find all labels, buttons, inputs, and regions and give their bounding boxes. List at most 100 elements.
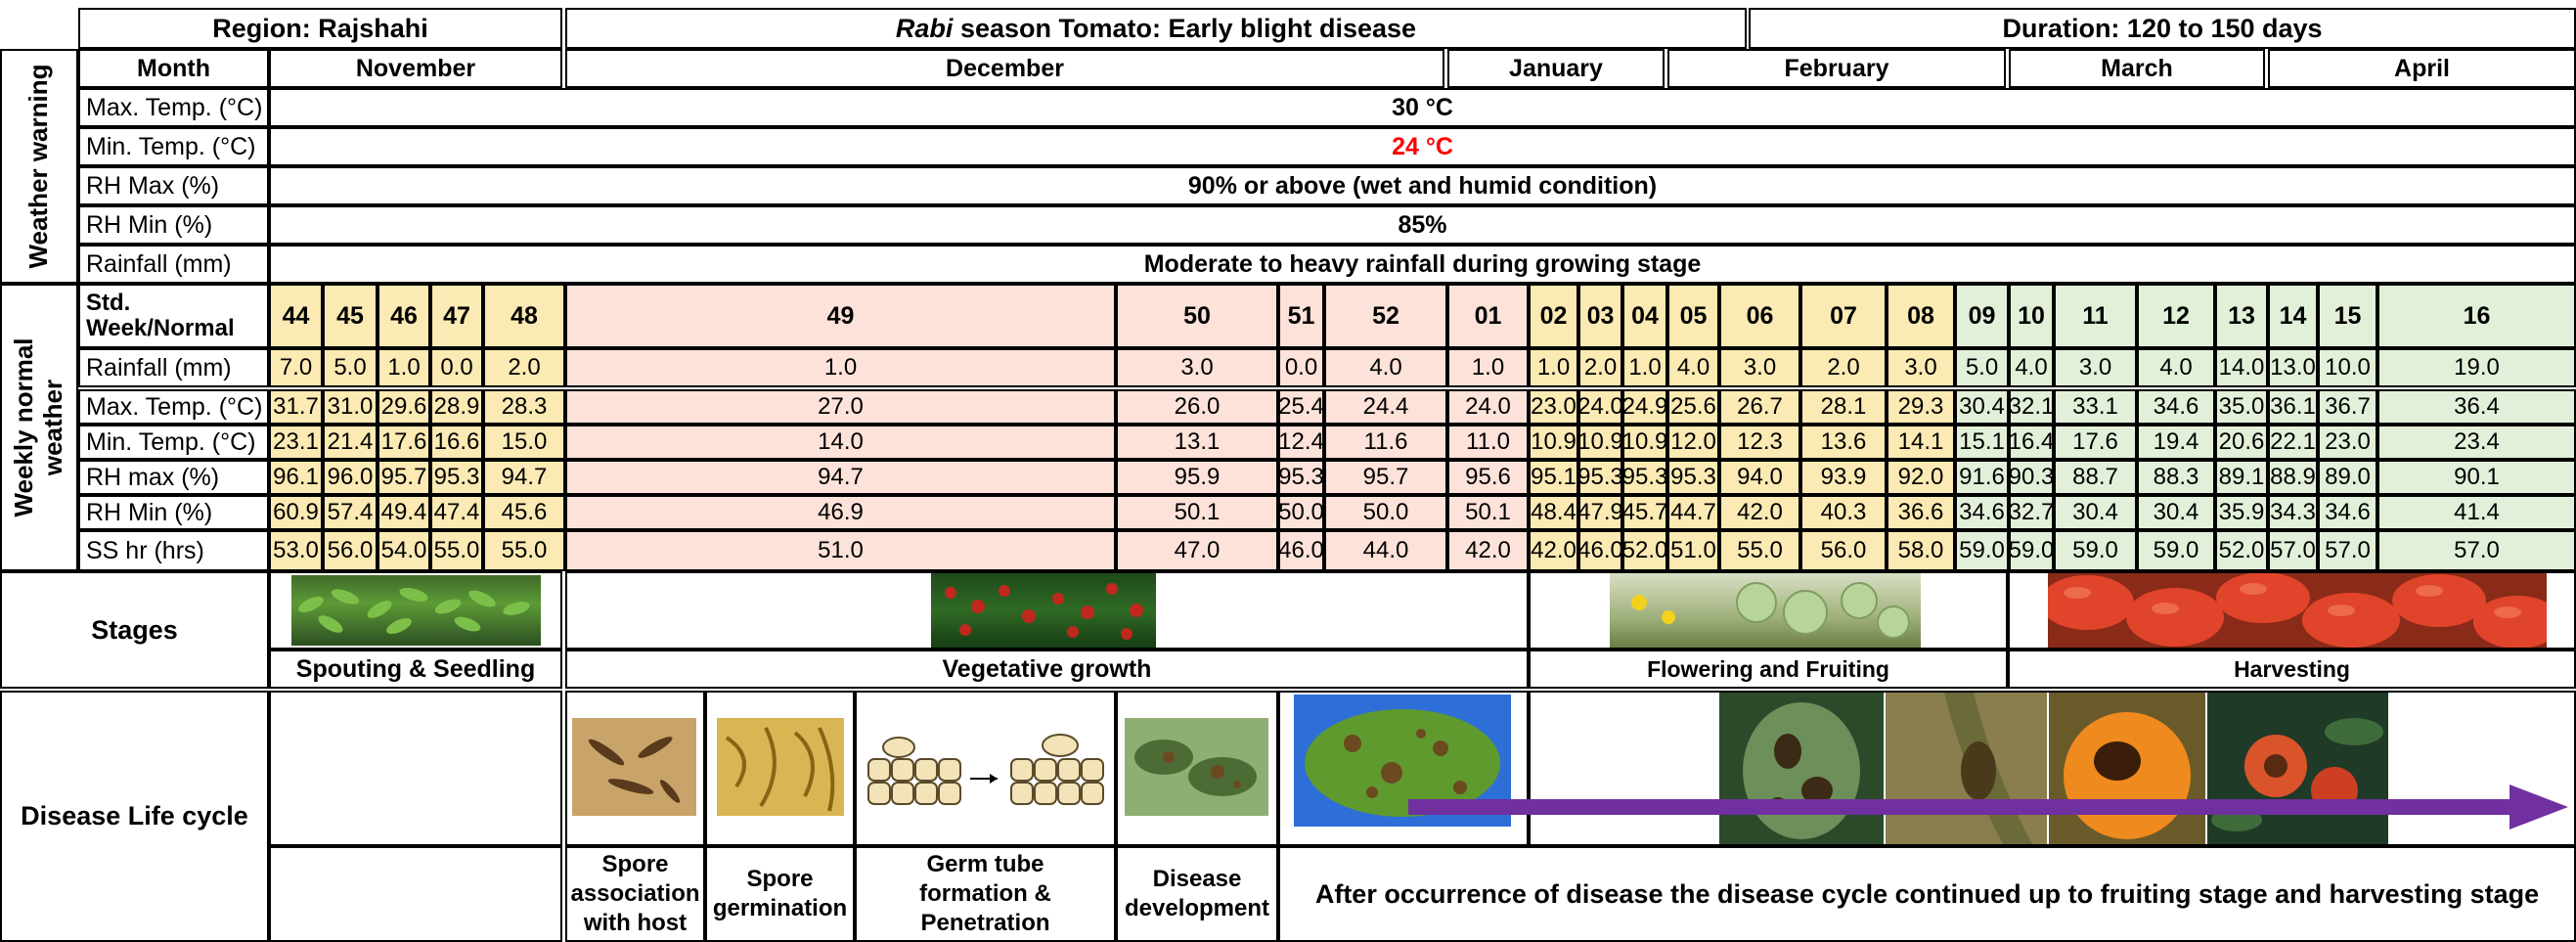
- disease-life-cycle-label: Disease Life cycle: [0, 691, 269, 942]
- disease-progression-arrow: [1408, 785, 2568, 830]
- weekly-value-cell: 1.0: [1447, 348, 1529, 387]
- weekly-value-cell: 2.0: [1578, 348, 1622, 387]
- stage-name-flowering: Flowering and Fruiting: [1529, 650, 2008, 689]
- region-header: Region: Rajshahi: [78, 8, 562, 49]
- spore-icon: [588, 737, 681, 803]
- weekly-value-cell: 95.7: [378, 460, 430, 495]
- warning-value-min-temp: 24 °C: [269, 127, 2576, 166]
- warning-label-max-temp: Max. Temp. (°C): [78, 88, 269, 127]
- spore-germination-image: [717, 718, 844, 816]
- weekly-value-cell: 36.1: [2268, 389, 2318, 425]
- week-header-cell: 04: [1622, 284, 1667, 348]
- weekly-value-cell: 53.0: [269, 530, 323, 571]
- month-february: February: [1667, 49, 2006, 88]
- disease-step-cell-3: [855, 846, 1116, 942]
- weekly-value-cell: 19.4: [2137, 425, 2215, 460]
- spore-association-image: [572, 718, 696, 816]
- week-header-cell: 13: [2215, 284, 2268, 348]
- stage-name-seedling: Spouting & Seedling: [269, 650, 562, 689]
- warning-value-rainfall: Moderate to heavy rainfall during growin…: [269, 245, 2576, 284]
- weekly-value-cell: 1.0: [378, 348, 430, 387]
- weekly-value-cell: 92.0: [1887, 460, 1955, 495]
- weekly-value-cell: 33.1: [2054, 389, 2137, 425]
- weekly-row-label: Rainfall (mm): [78, 348, 269, 387]
- warning-label-rh-min: RH Min (%): [78, 205, 269, 245]
- disease-image-cell-3: [855, 691, 1116, 846]
- month-january: January: [1447, 49, 1665, 88]
- weekly-value-cell: 50.0: [1324, 495, 1447, 530]
- weekly-value-cell: 5.0: [1955, 348, 2009, 387]
- weekly-value-cell: 30.4: [2137, 495, 2215, 530]
- weekly-value-cell: 25.6: [1667, 389, 1719, 425]
- weekly-value-cell: 12.3: [1719, 425, 1800, 460]
- warning-label-min-temp: Min. Temp. (°C): [78, 127, 269, 166]
- weekly-row-label: Min. Temp. (°C): [78, 425, 269, 460]
- weekly-value-cell: 45.6: [483, 495, 565, 530]
- weekly-value-cell: 24.0: [1578, 389, 1622, 425]
- weekly-value-cell: 23.0: [1529, 389, 1578, 425]
- week-header-cell: 50: [1116, 284, 1278, 348]
- weekly-value-cell: 55.0: [430, 530, 483, 571]
- disease-blank-cell-top: [269, 691, 562, 846]
- weekly-value-cell: 51.0: [1667, 530, 1719, 571]
- weekly-row-label: Max. Temp. (°C): [78, 389, 269, 425]
- weekly-value-cell: 3.0: [2054, 348, 2137, 387]
- season-rest: season Tomato: Early blight disease: [953, 13, 1417, 43]
- weekly-value-cell: 20.6: [2215, 425, 2268, 460]
- weekly-value-cell: 60.9: [269, 495, 323, 530]
- weekly-value-cell: 11.0: [1447, 425, 1529, 460]
- weekly-value-cell: 16.4: [2009, 425, 2054, 460]
- weekly-value-cell: 27.0: [565, 389, 1116, 425]
- weekly-value-cell: 29.3: [1887, 389, 1955, 425]
- disease-image-cell-6: [1529, 691, 2576, 846]
- weekly-value-cell: 32.1: [2009, 389, 2054, 425]
- arrow-shaft: [1408, 799, 2511, 815]
- month-november: November: [269, 49, 562, 88]
- weekly-value-cell: 23.1: [269, 425, 323, 460]
- week-header-cell: 10: [2009, 284, 2054, 348]
- weekly-value-cell: 15.1: [1955, 425, 2009, 460]
- weekly-value-cell: 23.4: [2377, 425, 2576, 460]
- weekly-value-cell: 29.6: [378, 389, 430, 425]
- weekly-value-cell: 56.0: [323, 530, 378, 571]
- weekly-value-cell: 23.0: [2318, 425, 2377, 460]
- weekly-value-cell: 46.0: [1278, 530, 1324, 571]
- germinating-spore-icon: [725, 727, 835, 812]
- week-header-cell: 03: [1578, 284, 1622, 348]
- weekly-value-cell: 50.1: [1447, 495, 1529, 530]
- tomato-plants-icon: [945, 583, 1143, 640]
- weekly-value-cell: 55.0: [1719, 530, 1800, 571]
- stage-name-harvesting: Harvesting: [2008, 650, 2576, 689]
- stage-seedling-image-cell: [269, 571, 562, 650]
- weekly-value-cell: 11.6: [1324, 425, 1447, 460]
- weekly-value-cell: 2.0: [483, 348, 565, 387]
- disease-step-cell-2: [705, 846, 855, 942]
- weekly-value-cell: 93.9: [1800, 460, 1887, 495]
- disease-step-1: Spore association with host: [570, 851, 700, 936]
- weekly-value-cell: 15.0: [483, 425, 565, 460]
- weekly-value-cell: 96.0: [323, 460, 378, 495]
- weekly-value-cell: 12.0: [1667, 425, 1719, 460]
- weekly-value-cell: 44.7: [1667, 495, 1719, 530]
- weekly-value-cell: 95.3: [1278, 460, 1324, 495]
- vegetative-image: [931, 573, 1156, 648]
- weekly-value-cell: 14.1: [1887, 425, 1955, 460]
- weekly-value-cell: 91.6: [1955, 460, 2009, 495]
- weekly-value-cell: 28.1: [1800, 389, 1887, 425]
- weekly-row-label: RH max (%): [78, 460, 269, 495]
- disease-image-cell-2: [705, 691, 855, 846]
- weekly-value-cell: 0.0: [430, 348, 483, 387]
- weekly-value-cell: 10.9: [1578, 425, 1622, 460]
- month-december: December: [565, 49, 1444, 88]
- week-header-cell: 01: [1447, 284, 1529, 348]
- weekly-value-cell: 42.0: [1529, 530, 1578, 571]
- weekly-value-cell: 40.3: [1800, 495, 1887, 530]
- weekly-value-cell: 94.7: [483, 460, 565, 495]
- weekly-value-cell: 57.0: [2377, 530, 2576, 571]
- weekly-value-cell: 94.7: [565, 460, 1116, 495]
- weekly-value-cell: 59.0: [1955, 530, 2009, 571]
- weekly-value-cell: 88.3: [2137, 460, 2215, 495]
- week-header-cell: 47: [430, 284, 483, 348]
